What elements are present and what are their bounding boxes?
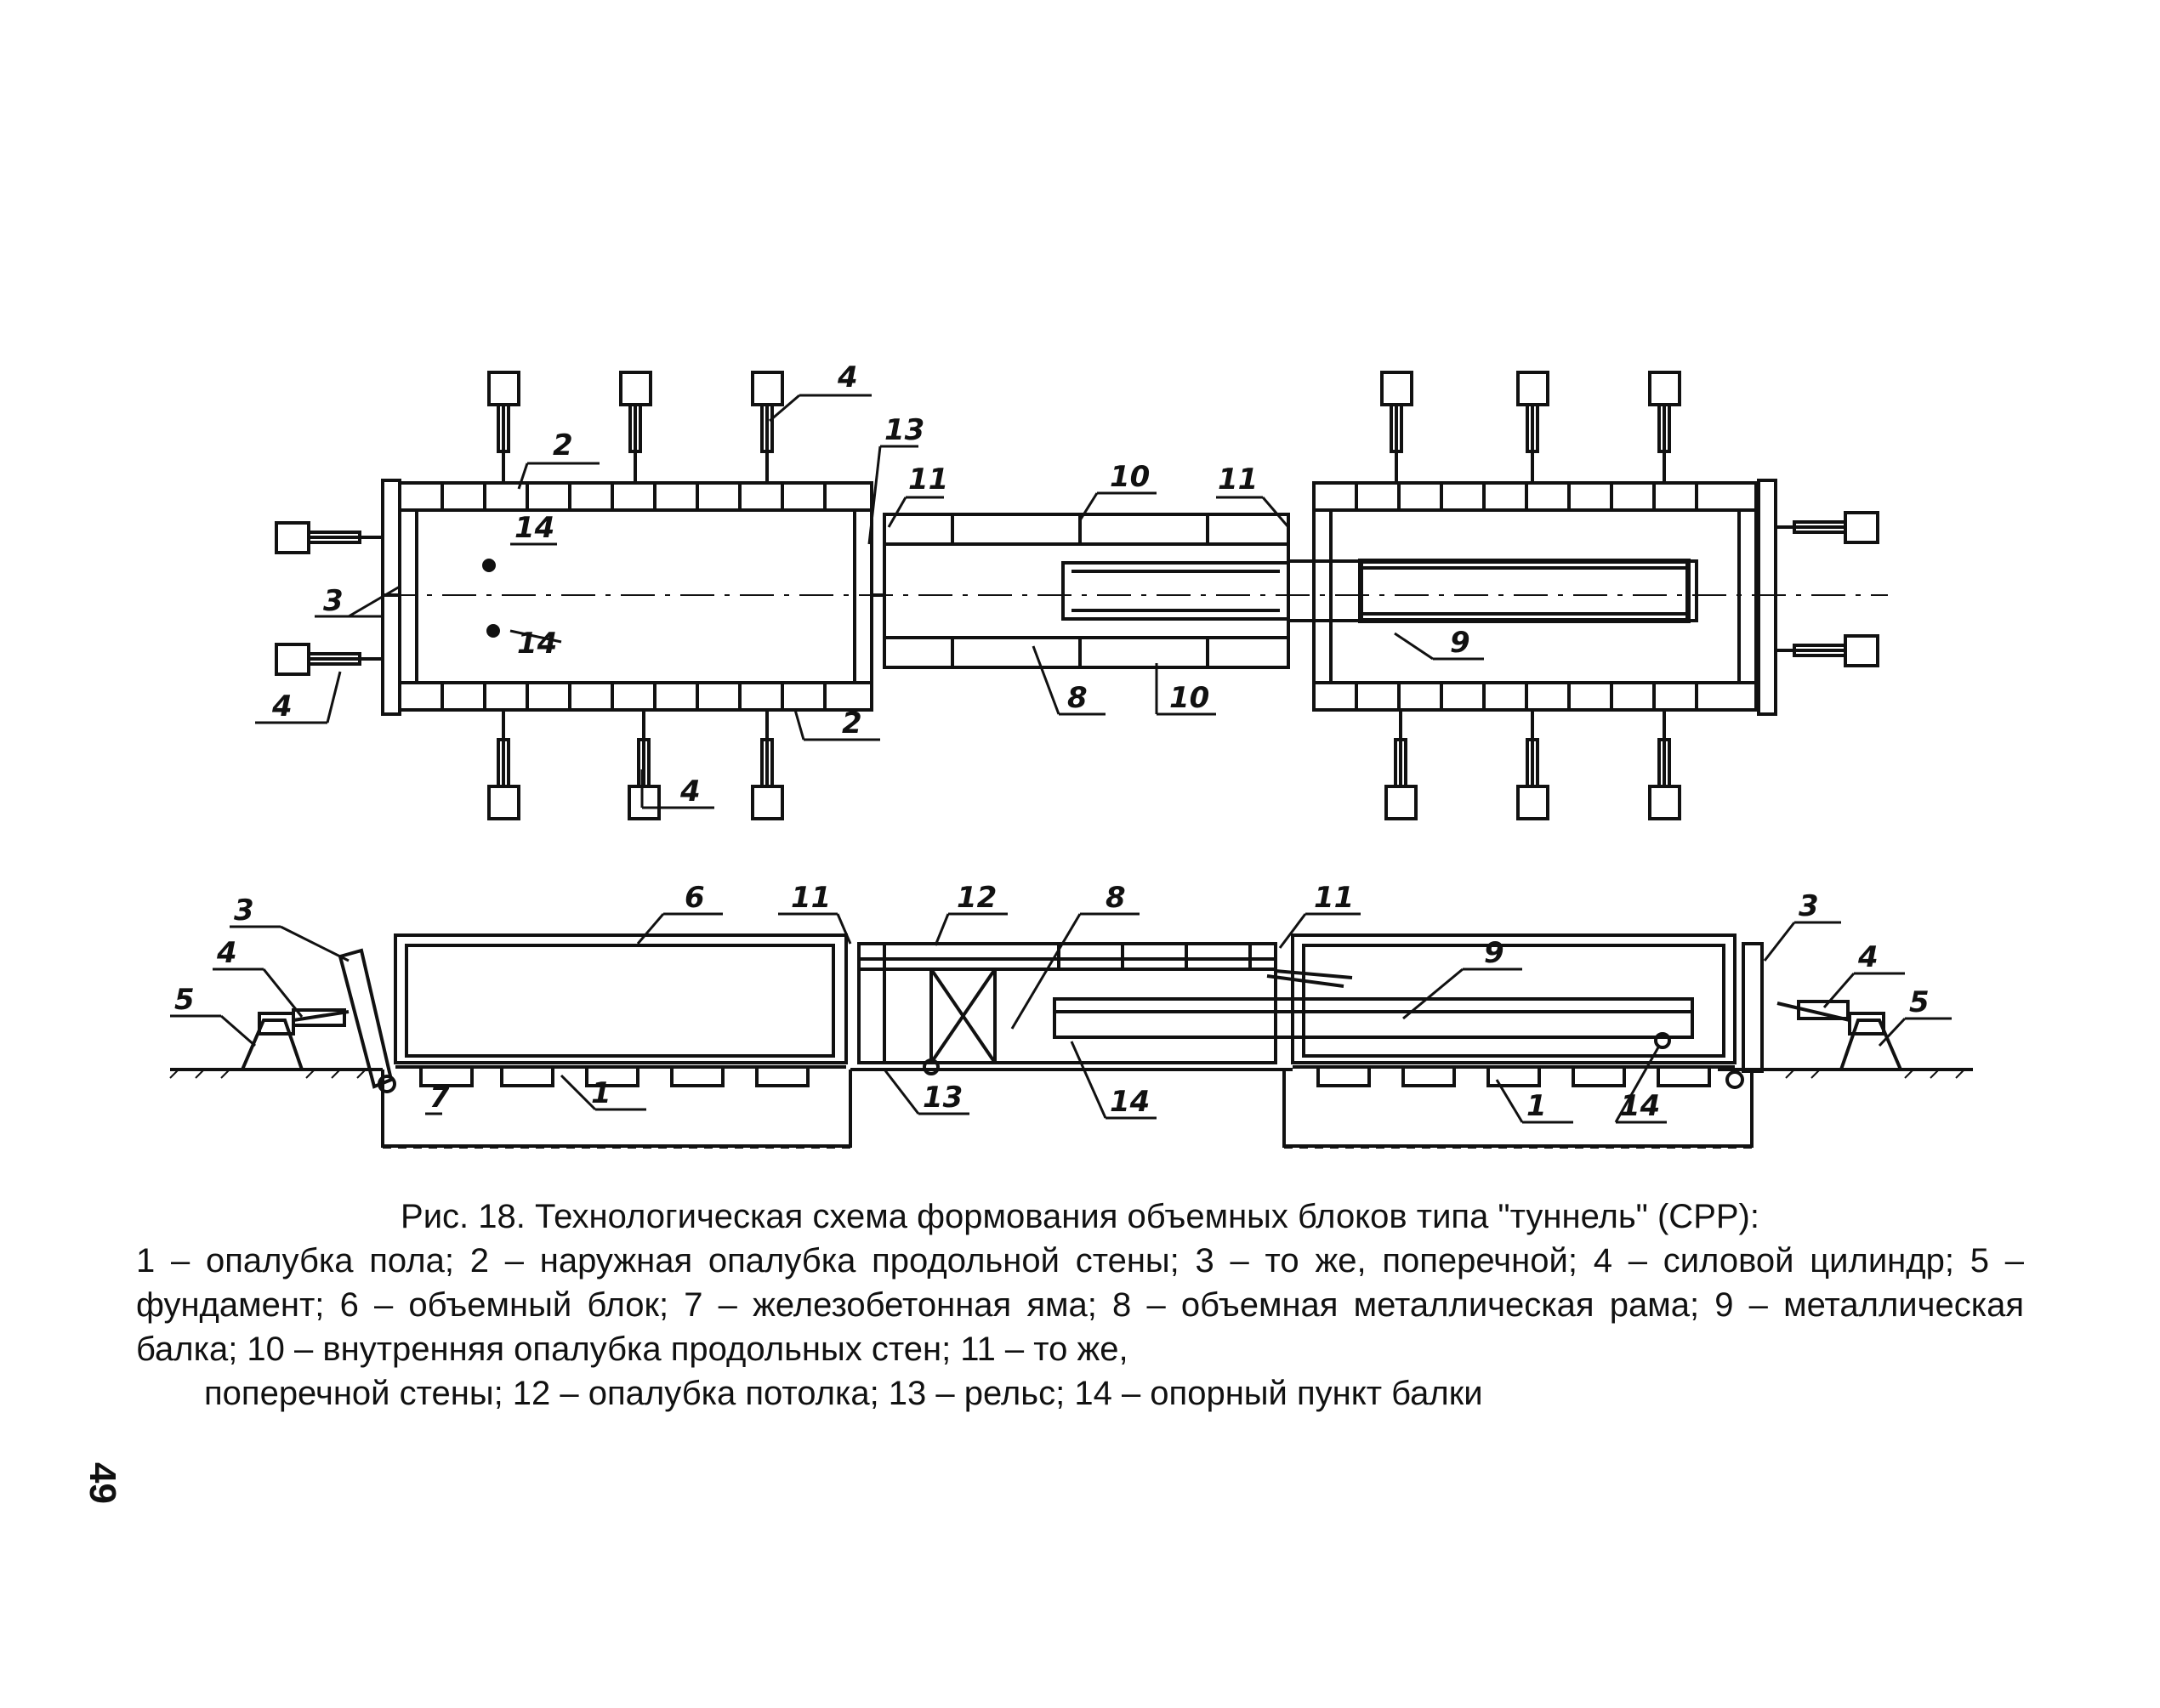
figure-caption: Рис. 18. Технологическая схема формовани… bbox=[136, 1194, 2024, 1416]
right-formwork-plan bbox=[1312, 479, 1777, 716]
callout-5-left: 5 bbox=[174, 983, 195, 1017]
callout-11-right: 11 bbox=[1314, 881, 1354, 915]
page-number: 49 bbox=[82, 1462, 123, 1504]
callout-11-right: 11 bbox=[1218, 462, 1258, 497]
plan-labels: 2 2 3 4 4 4 8 9 10 10 11 11 13 14 14 bbox=[271, 360, 1470, 809]
callout-13: 13 bbox=[923, 1081, 963, 1115]
callout-4-bottom: 4 bbox=[679, 775, 701, 809]
right-force-cylinders-plan bbox=[1380, 371, 1879, 820]
plan-leaders bbox=[255, 394, 1484, 809]
callout-6: 6 bbox=[685, 881, 705, 915]
callout-13: 13 bbox=[884, 413, 924, 447]
left-formwork-section bbox=[239, 933, 848, 1093]
callout-10-bottom: 10 bbox=[1169, 681, 1209, 715]
callout-11-left: 11 bbox=[791, 881, 831, 915]
callout-12: 12 bbox=[957, 881, 997, 915]
callout-4-left: 4 bbox=[216, 936, 237, 970]
callout-3: 3 bbox=[323, 584, 344, 618]
metal-beam-plan bbox=[1287, 559, 1698, 623]
metal-frame-plan bbox=[872, 513, 1290, 669]
plan-view bbox=[275, 371, 1888, 820]
callout-9: 9 bbox=[1450, 626, 1470, 660]
callout-2-top: 2 bbox=[553, 428, 573, 462]
callout-3-left: 3 bbox=[234, 894, 254, 928]
figure-legend-last: поперечной стены; 12 – опалубка потолка;… bbox=[204, 1375, 1483, 1412]
callout-5-right: 5 bbox=[1909, 985, 1930, 1019]
callout-8: 8 bbox=[1067, 681, 1088, 715]
left-force-cylinders-plan bbox=[275, 371, 784, 820]
right-formwork-section bbox=[1282, 933, 1904, 1149]
section-labels: 1 1 3 3 4 4 5 5 6 7 8 9 11 11 12 13 14 1… bbox=[174, 881, 1930, 1123]
section-leaders bbox=[170, 912, 1952, 1124]
callout-14-top: 14 bbox=[514, 511, 554, 545]
callout-3-right: 3 bbox=[1799, 889, 1819, 923]
callout-7: 7 bbox=[429, 1081, 450, 1115]
callout-11-left: 11 bbox=[908, 462, 948, 497]
figure-legend-main: 1 – опалубка пола; 2 – наружная опалубка… bbox=[136, 1242, 2024, 1368]
callout-14-right: 14 bbox=[1620, 1089, 1660, 1123]
callout-14-bottom: 14 bbox=[517, 627, 557, 661]
section-view bbox=[170, 933, 1973, 1149]
ground-hatching bbox=[169, 1069, 1965, 1079]
callout-14-left: 14 bbox=[1110, 1085, 1150, 1119]
callout-4-left: 4 bbox=[271, 689, 293, 723]
callout-4-top: 4 bbox=[837, 360, 858, 394]
left-formwork-plan bbox=[381, 479, 873, 716]
metal-frame-section bbox=[857, 942, 1277, 1075]
callout-1-left: 1 bbox=[591, 1076, 611, 1110]
callout-1-right: 1 bbox=[1526, 1089, 1547, 1123]
left-pit bbox=[381, 1070, 852, 1149]
technical-drawing: 2 2 3 4 4 4 8 9 10 10 11 11 13 14 14 1 1… bbox=[169, 360, 1973, 1149]
figure-title: Рис. 18. Технологическая схема формовани… bbox=[401, 1198, 1759, 1235]
callout-2-bottom: 2 bbox=[842, 706, 862, 741]
callout-10-top: 10 bbox=[1110, 460, 1150, 494]
callout-8: 8 bbox=[1106, 881, 1126, 915]
callout-4-right: 4 bbox=[1857, 940, 1879, 974]
callout-9: 9 bbox=[1484, 936, 1504, 970]
metal-beam-section bbox=[1053, 969, 1694, 1049]
